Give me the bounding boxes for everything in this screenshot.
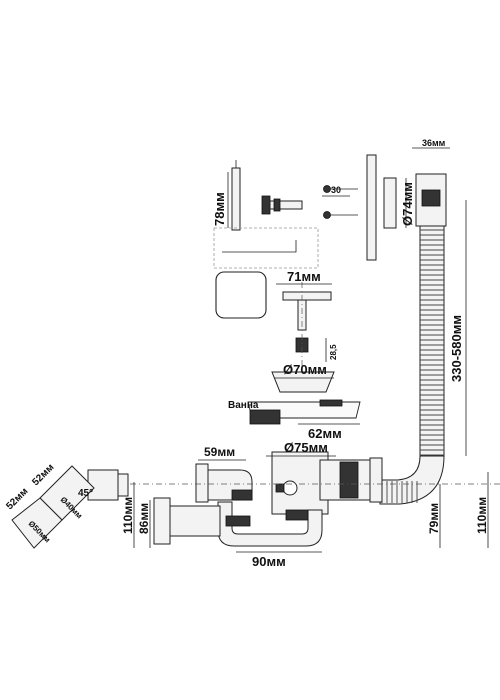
drain-cover [215, 271, 267, 319]
drain-plug [282, 282, 332, 370]
label-74mm: Ø74мм [400, 182, 415, 226]
label-71mm: 71мм [287, 269, 321, 284]
label-30: 30 [331, 185, 341, 195]
label-86mm: 86мм [137, 503, 151, 534]
overflow-screw [261, 195, 303, 215]
label-45deg: 45° [78, 488, 93, 499]
drain-flange [271, 371, 335, 393]
bolts [323, 185, 358, 219]
label-75mm: Ø75мм [284, 440, 328, 455]
label-90mm: 90мм [252, 554, 286, 569]
label-78mm: 78мм [212, 192, 227, 226]
label-62mm: 62мм [308, 426, 342, 441]
label-110mm-left: 110мм [121, 497, 135, 534]
left-connector [11, 465, 129, 549]
label-79mm: 79мм [427, 503, 441, 534]
drain-body [271, 451, 329, 515]
siphon-u [217, 501, 323, 547]
label-28-5: 28,5 [329, 344, 338, 360]
label-52mm-top: 52мм [30, 462, 56, 488]
corrugated-hose [379, 225, 445, 505]
overflow-plate-side [231, 160, 241, 231]
overflow-housing [415, 173, 447, 227]
label-36mm: 36мм [422, 138, 446, 148]
overflow-gasket [366, 154, 397, 261]
label-59mm: 59мм [204, 445, 235, 459]
label-110mm-right: 110мм [475, 497, 489, 534]
label-330-580mm: 330-580мм [449, 315, 464, 382]
bath-wall [247, 399, 361, 425]
dim-lines [133, 147, 489, 553]
label-vanna: Ванна [228, 400, 259, 411]
label-70mm: Ø70мм [283, 362, 327, 377]
nut-right [369, 457, 383, 503]
lower-outlet [153, 497, 221, 545]
allen-key-box [213, 227, 319, 269]
outlet-pipe [195, 463, 253, 503]
